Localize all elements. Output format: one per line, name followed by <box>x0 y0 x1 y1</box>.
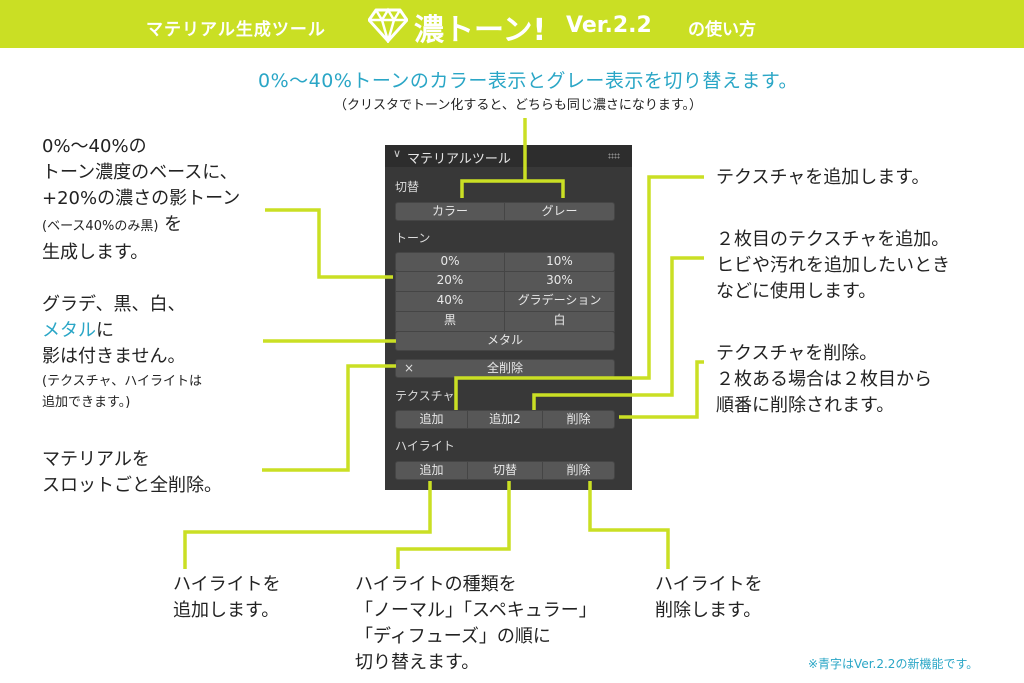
connector-delete-all <box>262 364 396 472</box>
black-button[interactable]: 黒 <box>395 311 505 332</box>
texture-add-annotation: テクスチャを追加します。 <box>716 165 929 191</box>
no-shadow-small: 追加できます。) <box>42 395 131 410</box>
texture-add2-button[interactable]: 追加2 <box>467 410 543 429</box>
connector-tone <box>265 208 393 279</box>
gray-button[interactable]: グレー <box>504 202 615 221</box>
texture-add2-line: ヒビや汚れを追加したいとき <box>716 255 950 276</box>
tone-40-button[interactable]: 40% <box>395 291 505 312</box>
footnote: ※青字はVer.2.2の新機能です。 <box>808 657 979 671</box>
color-button[interactable]: カラー <box>395 202 505 221</box>
banner-version: Ver.2.2 <box>566 13 652 38</box>
highlight-delete-line: 削除します。 <box>655 600 762 621</box>
connector-highlight-delete <box>588 481 670 569</box>
texture-delete-line: ２枚ある場合は２枚目から <box>716 369 932 390</box>
title-banner: マテリアル生成ツール 濃トーン! Ver.2.2 の使い方 <box>0 0 1024 48</box>
tone-annotation-line: (ベース40%のみ黒) を <box>42 212 240 240</box>
metal-button[interactable]: メタル <box>395 331 615 351</box>
highlight-toggle-line: ハイライトの種類を <box>355 574 517 595</box>
color-gray-annotation-sub: （クリスタでトーン化すると、どちらも同じ濃さになります。） <box>334 98 703 113</box>
connector-highlight-toggle <box>396 481 511 569</box>
drag-grip-icon[interactable] <box>608 153 620 159</box>
highlight-delete-line: ハイライトを <box>655 574 763 595</box>
tone-annotation: 0%〜40%の トーン濃度のベースに、 +20%の濃さの影トーン (ベース40%… <box>42 134 240 266</box>
tone-label: トーン <box>395 231 431 245</box>
banner-subtitle: マテリアル生成ツール <box>146 20 326 40</box>
highlight-toggle-line: 「ノーマル」「スペキュラー」 <box>355 600 597 621</box>
panel-header[interactable]: ∨ マテリアルツール <box>385 145 632 167</box>
material-tool-panel: ∨ マテリアルツール 切替 カラー グレー トーン 0% 10% 20% 30%… <box>385 145 632 490</box>
highlight-delete-button[interactable]: 削除 <box>542 461 615 480</box>
highlight-label: ハイライト <box>395 439 455 453</box>
banner-logo: 濃トーン! <box>414 13 547 48</box>
texture-delete-annotation: テクスチャを削除。 ２枚ある場合は２枚目から 順番に削除されます。 <box>716 341 932 419</box>
switch-label: 切替 <box>395 180 420 194</box>
delete-all-annotation: マテリアルを スロットごと全削除。 <box>42 447 222 499</box>
texture-delete-button[interactable]: 削除 <box>542 410 615 429</box>
no-shadow-line: メタルに <box>42 318 202 344</box>
highlight-add-line: ハイライトを <box>173 574 281 595</box>
banner-howto: の使い方 <box>688 20 756 40</box>
no-shadow-line: グラデ、黒、白、 <box>42 294 186 315</box>
no-shadow-small: (テクスチャ、ハイライトは <box>42 374 203 389</box>
texture-add2-line: などに使用します。 <box>716 281 877 302</box>
texture-delete-line: テクスチャを削除。 <box>716 343 878 364</box>
highlight-add-annotation: ハイライトを 追加します。 <box>173 572 281 624</box>
texture-add-button[interactable]: 追加 <box>395 410 468 429</box>
texture-add-line: テクスチャを追加します。 <box>716 167 930 188</box>
highlight-toggle-line: 切り替えます。 <box>355 652 480 673</box>
highlight-add-button[interactable]: 追加 <box>395 461 468 480</box>
highlight-toggle-annotation: ハイライトの種類を 「ノーマル」「スペキュラー」 「ディフューズ」の順に 切り替… <box>355 572 597 676</box>
highlight-delete-annotation: ハイライトを 削除します。 <box>655 572 763 624</box>
no-shadow-line: 影は付きません。 <box>42 346 186 367</box>
white-button[interactable]: 白 <box>504 311 615 332</box>
texture-add2-annotation: ２枚目のテクスチャを追加。 ヒビや汚れを追加したいとき などに使用します。 <box>716 227 950 305</box>
texture-delete-line: 順番に削除されます。 <box>716 395 895 416</box>
tone-10-button[interactable]: 10% <box>504 252 615 272</box>
tone-annotation-small: (ベース40%のみ黒) <box>42 219 159 234</box>
gradation-button[interactable]: グラデーション <box>504 291 615 312</box>
delete-all-button[interactable]: × 全削除 <box>395 359 615 378</box>
close-icon: × <box>404 361 415 375</box>
no-shadow-annotation: グラデ、黒、白、 メタルに 影は付きません。 (テクスチャ、ハイライトは 追加で… <box>42 292 202 413</box>
highlight-toggle-button[interactable]: 切替 <box>467 461 543 480</box>
tone-20-button[interactable]: 20% <box>395 271 505 292</box>
diamond-icon <box>368 7 408 43</box>
chevron-down-icon[interactable]: ∨ <box>393 147 402 160</box>
tone-0-button[interactable]: 0% <box>395 252 505 272</box>
delete-all-line: マテリアルを <box>42 449 150 470</box>
tone-annotation-suffix: を <box>158 214 183 235</box>
metal-new-feature-text: メタル <box>42 320 96 341</box>
highlight-toggle-line: 「ディフューズ」の順に <box>355 626 551 647</box>
tone-annotation-line: +20%の濃さの影トーン <box>42 188 241 209</box>
texture-label: テクスチャ <box>395 389 455 403</box>
tone-30-button[interactable]: 30% <box>504 271 615 292</box>
delete-all-line: スロットごと全削除。 <box>42 475 222 496</box>
tone-annotation-line: 生成します。 <box>42 242 149 263</box>
no-shadow-line-rest: に <box>96 320 114 341</box>
texture-add2-line: ２枚目のテクスチャを追加。 <box>716 229 950 250</box>
delete-all-label: 全削除 <box>486 361 523 375</box>
highlight-add-line: 追加します。 <box>173 600 280 621</box>
color-gray-annotation-title: 0%〜40%トーンのカラー表示とグレー表示を切り替えます。 <box>258 70 799 92</box>
panel-title: マテリアルツール <box>407 152 511 167</box>
tone-annotation-line: トーン濃度のベースに、 <box>42 162 238 183</box>
tone-annotation-line: 0%〜40%の <box>42 136 147 157</box>
